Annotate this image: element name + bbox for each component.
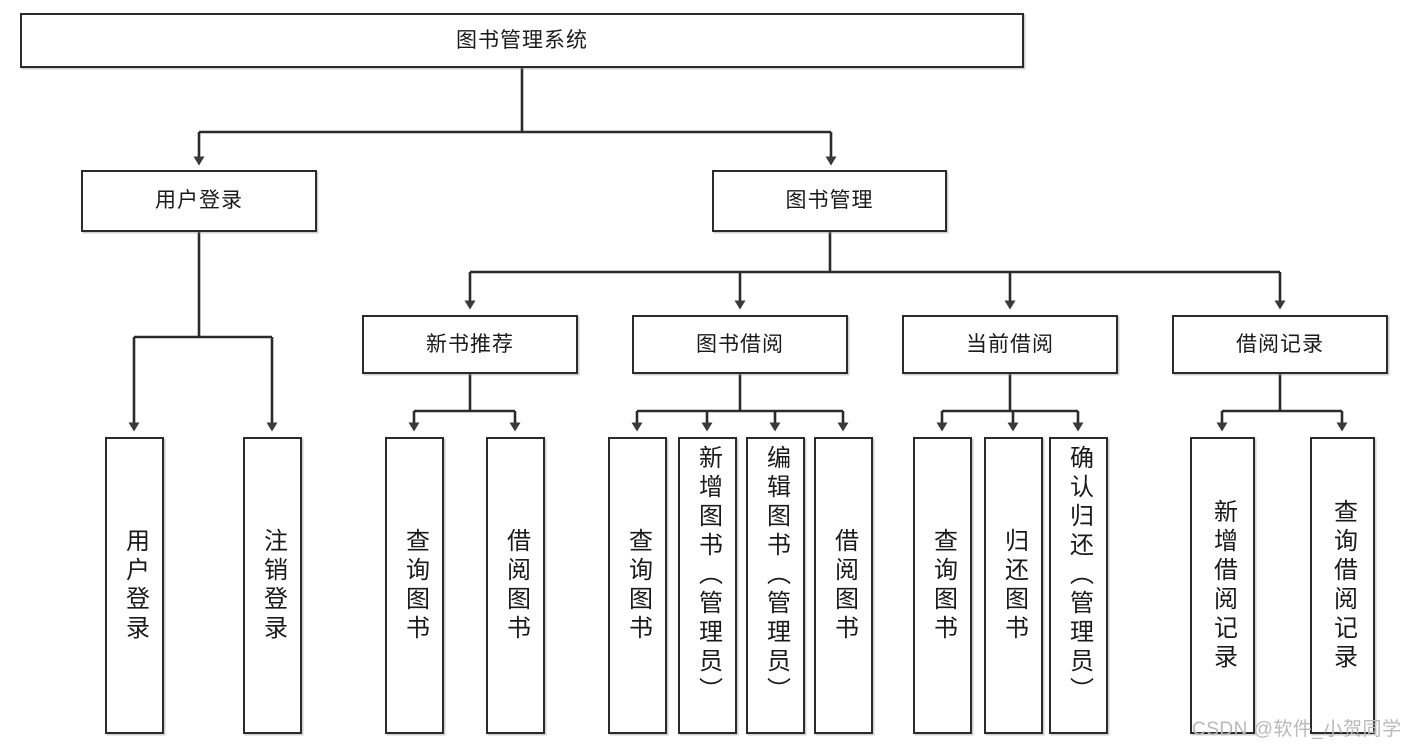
node-label: 新书推荐: [426, 332, 514, 356]
leaf-confirm-return-admin[interactable]: 确认归还（管理员）: [1049, 437, 1108, 734]
node-root[interactable]: 图书管理系统: [20, 13, 1024, 68]
leaf-edit-book-admin[interactable]: 编辑图书（管理员）: [746, 437, 805, 734]
node-label: 查询借阅记录: [1329, 498, 1357, 673]
node-new-book-recommend[interactable]: 新书推荐: [362, 315, 578, 374]
node-label: 新增图书（管理员）: [694, 445, 722, 706]
node-current-borrow[interactable]: 当前借阅: [902, 315, 1118, 374]
node-label: 查询图书: [929, 527, 957, 644]
node-label: 借阅记录: [1236, 332, 1324, 356]
leaf-add-book-admin[interactable]: 新增图书（管理员）: [678, 437, 737, 734]
node-label: 借阅图书: [502, 527, 530, 644]
node-label: 用户登录: [155, 189, 243, 213]
node-label: 图书管理: [785, 189, 874, 213]
node-label: 查询图书: [624, 527, 652, 644]
node-label: 新增借阅记录: [1209, 498, 1237, 673]
node-label: 当前借阅: [966, 332, 1054, 356]
node-label: 图书借阅: [696, 332, 784, 356]
node-label: 图书管理系统: [456, 28, 588, 52]
leaf-logout[interactable]: 注销登录: [243, 437, 302, 734]
leaf-query-borrow-record[interactable]: 查询借阅记录: [1310, 437, 1375, 734]
leaf-user-login[interactable]: 用户登录: [105, 437, 164, 734]
leaf-query-book-new[interactable]: 查询图书: [385, 437, 444, 734]
node-book-borrow[interactable]: 图书借阅: [632, 315, 848, 374]
node-label: 查询图书: [401, 527, 429, 644]
node-label: 注销登录: [259, 527, 287, 644]
leaf-query-book-current[interactable]: 查询图书: [913, 437, 972, 734]
node-user-login[interactable]: 用户登录: [81, 170, 317, 232]
node-label: 归还图书: [1000, 527, 1028, 644]
leaf-query-book-borrow[interactable]: 查询图书: [608, 437, 667, 734]
node-label: 借阅图书: [830, 527, 858, 644]
node-label: 编辑图书（管理员）: [762, 445, 790, 706]
watermark: CSDN @软件_小贺同学: [1192, 719, 1402, 740]
leaf-borrow-book-new[interactable]: 借阅图书: [486, 437, 545, 734]
node-book-management[interactable]: 图书管理: [712, 170, 947, 232]
leaf-add-borrow-record[interactable]: 新增借阅记录: [1190, 437, 1255, 734]
node-label: 用户登录: [121, 527, 149, 644]
leaf-return-book[interactable]: 归还图书: [984, 437, 1043, 734]
leaf-borrow-book[interactable]: 借阅图书: [814, 437, 873, 734]
node-label: 确认归还（管理员）: [1065, 445, 1093, 706]
node-borrow-record[interactable]: 借阅记录: [1172, 315, 1388, 374]
connector-group: [128, 68, 1348, 432]
